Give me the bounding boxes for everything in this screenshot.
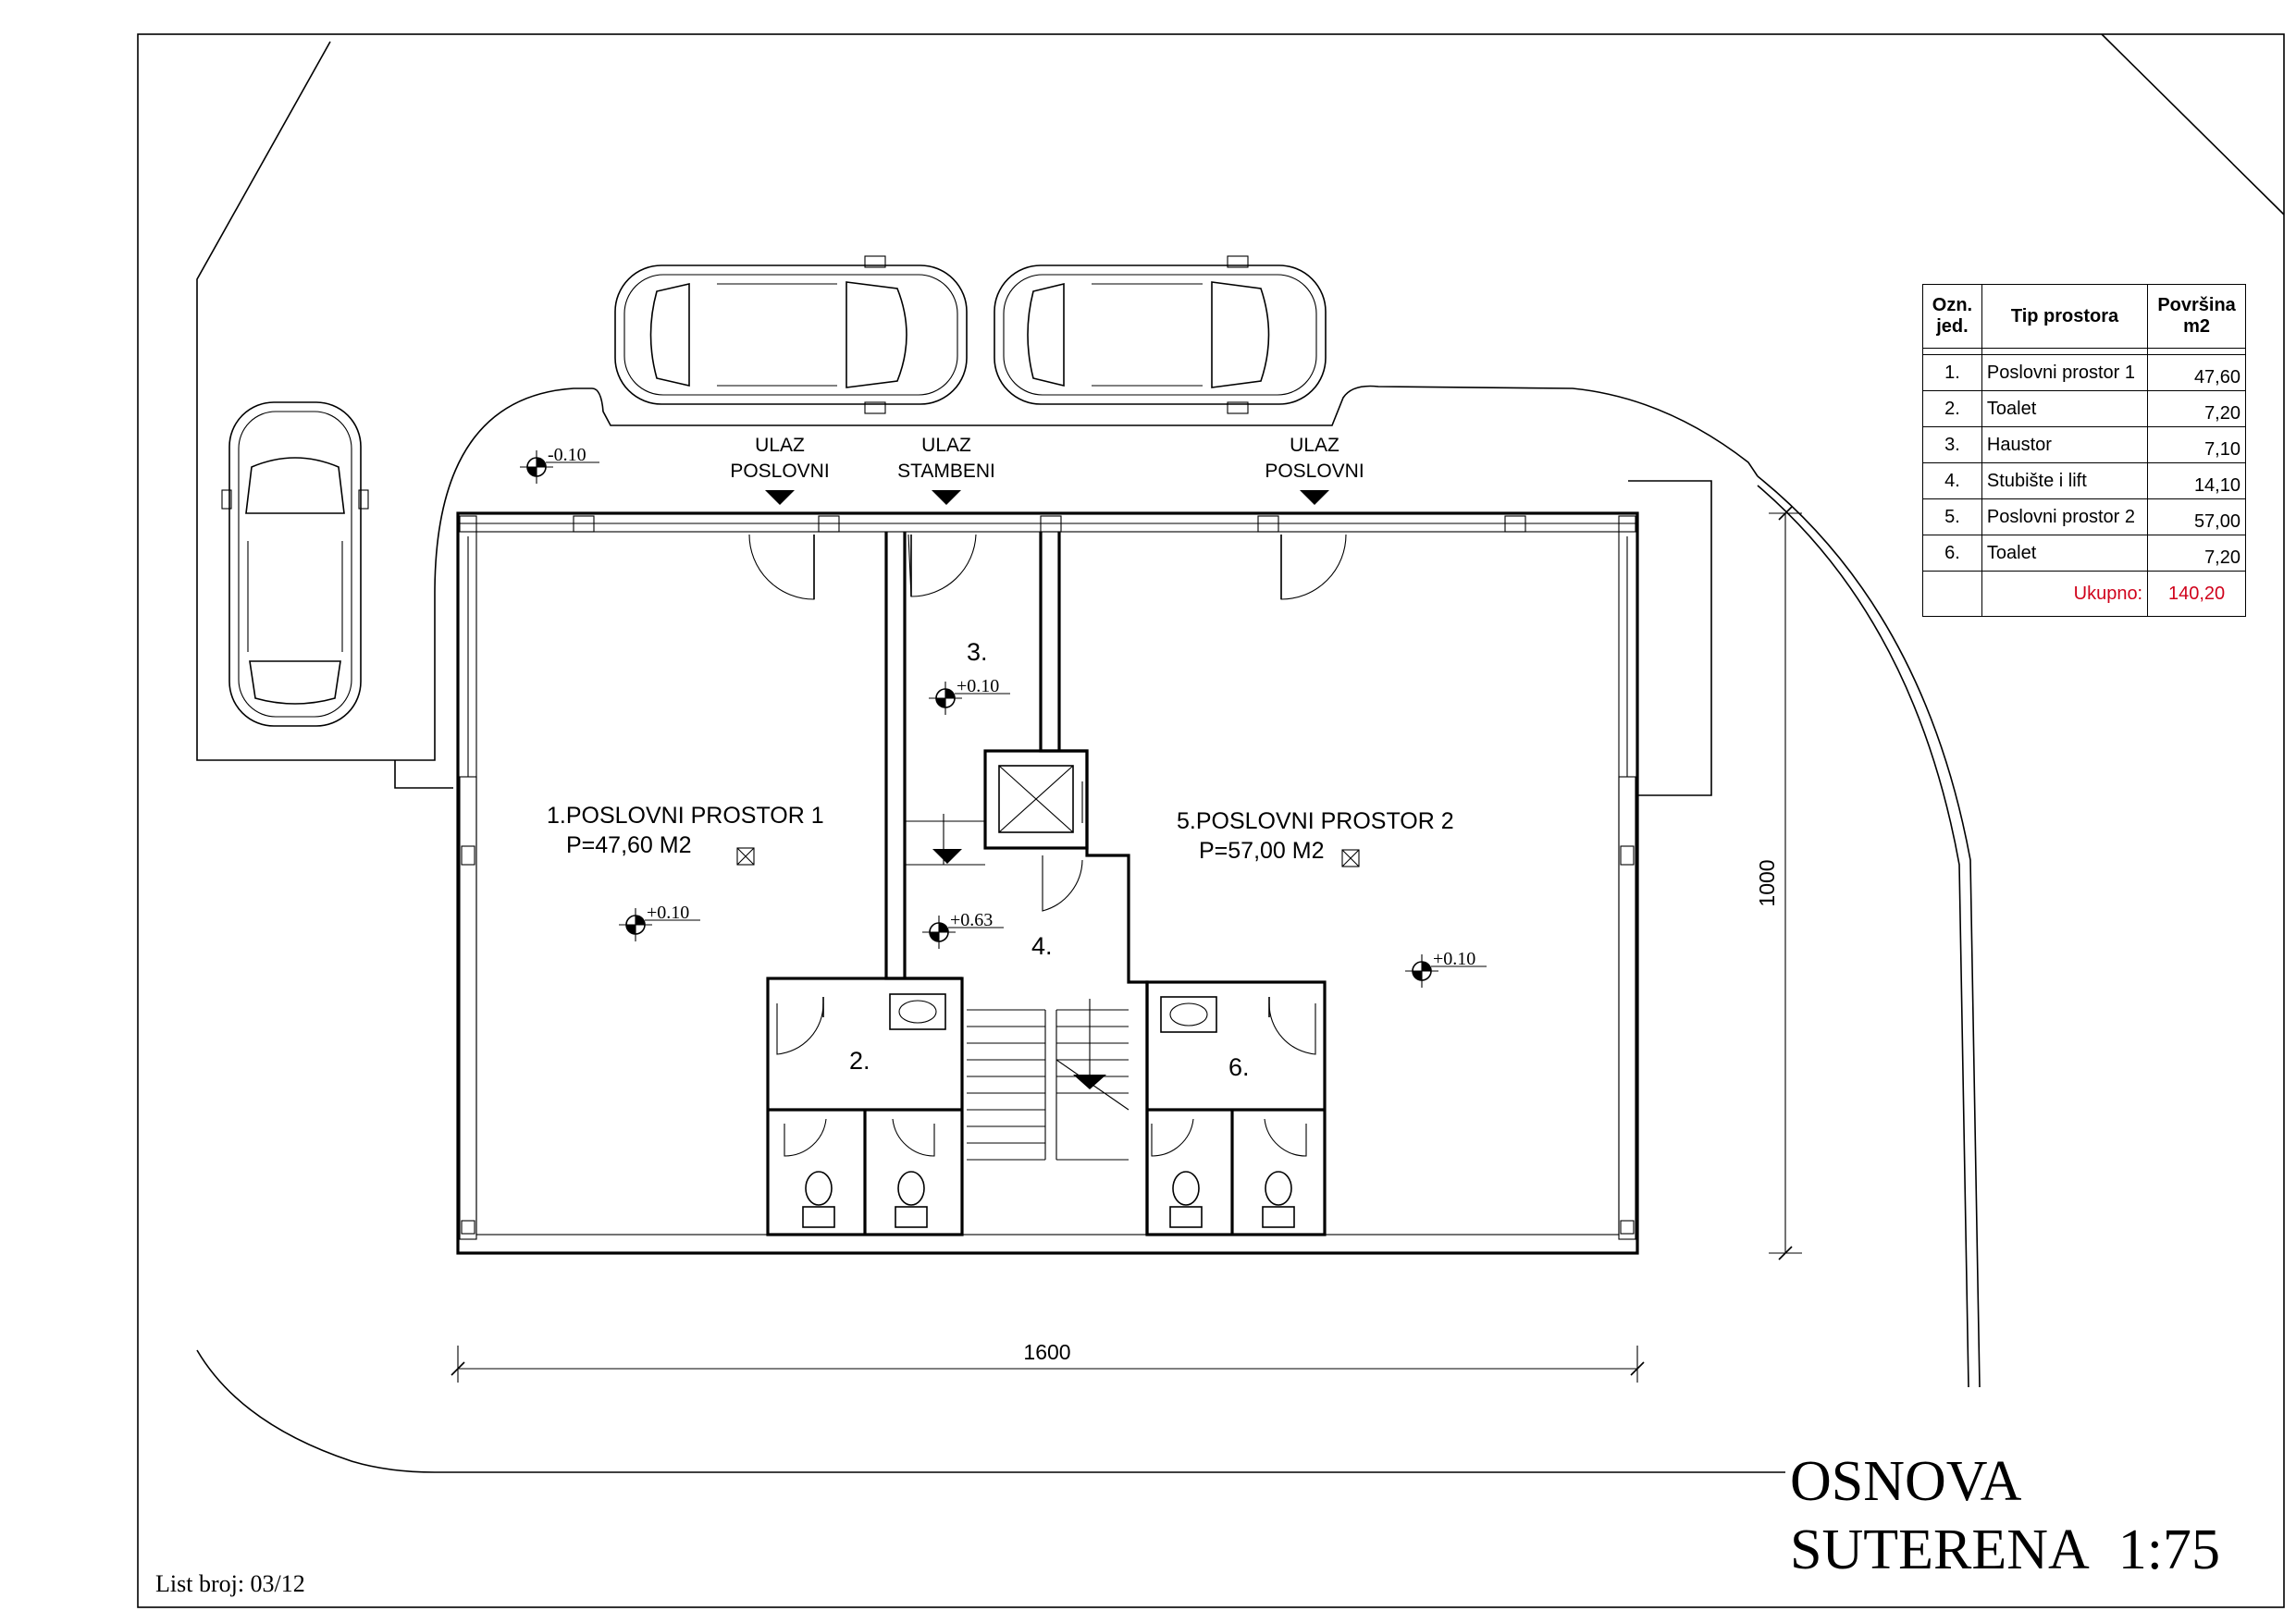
row-area: 14,10 <box>2147 462 2246 499</box>
area-table: Ozn. jed. Tip prostora Površina m2 1. Po… <box>1922 284 2246 617</box>
row-id: 2. <box>1922 390 1982 427</box>
staircase <box>967 999 1129 1161</box>
level-marker-stairs: +0.63 <box>922 910 1004 949</box>
office2-name: 5.POSLOVNI PROSTOR 2 <box>1177 808 1454 834</box>
drawing-title-line2: SUTERENA 1:75 <box>1790 1516 2220 1584</box>
level-text-stairs: +0.63 <box>950 910 993 930</box>
building-walls <box>456 511 1639 1255</box>
drawing-title-line1: OSNOVA <box>1790 1450 2022 1513</box>
office2-area: P=57,00 M2 <box>1199 838 1325 864</box>
site-outline <box>196 33 2285 1473</box>
level-marker-hall: +0.10 <box>929 676 1010 715</box>
table-row: 1. Poslovni prostor 1 47,60 <box>1922 354 2246 391</box>
dimension-depth-text: 1000 <box>1755 859 1779 906</box>
car-left <box>221 401 369 727</box>
total-label: Ukupno: <box>1981 571 2149 617</box>
level-marker-office1: +0.10 <box>619 903 700 941</box>
sheet-border <box>137 33 2285 1608</box>
entrance-left-line2: POSLOVNI <box>730 461 829 482</box>
room-3-label: 3. <box>967 638 988 666</box>
level-text-outside: -0.10 <box>548 445 586 465</box>
row-id: 5. <box>1922 498 1982 535</box>
row-id: 6. <box>1922 535 1982 572</box>
entrance-arrow-center <box>932 490 961 505</box>
elevator-shaft <box>983 749 1089 850</box>
level-arrow <box>932 849 962 864</box>
total-value: 140,20 <box>2147 571 2246 617</box>
office1-area: P=47,60 M2 <box>566 832 692 858</box>
table-row: 6. Toalet 7,20 <box>1922 535 2246 572</box>
room-2-label: 2. <box>849 1047 870 1075</box>
level-text-office2: +0.10 <box>1433 949 1475 969</box>
row-type: Toalet <box>1981 535 2149 572</box>
dimension-width-text: 1600 <box>1023 1340 1070 1364</box>
room-4-label: 4. <box>1031 932 1053 960</box>
header-type: Tip prostora <box>1981 284 2149 349</box>
car-top-2 <box>994 255 1327 414</box>
level-marker-outside: -0.10 <box>520 445 599 484</box>
table-row: 4. Stubište i lift 14,10 <box>1922 462 2246 499</box>
entrance-arrow-right <box>1300 490 1329 505</box>
row-type: Poslovni prostor 1 <box>1981 354 2149 391</box>
drawing-scale: 1:75 <box>2117 1518 2221 1581</box>
table-header-row: Ozn. jed. Tip prostora Površina m2 <box>1922 284 2246 349</box>
sheet-number: List broj: 03/12 <box>155 1570 305 1597</box>
level-text-office1: +0.10 <box>647 903 689 923</box>
row-area: 47,60 <box>2147 354 2246 391</box>
header-area: Površina m2 <box>2147 284 2246 349</box>
row-area: 7,20 <box>2147 535 2246 572</box>
row-id: 1. <box>1922 354 1982 391</box>
row-area: 57,00 <box>2147 498 2246 535</box>
entrance-center-line1: ULAZ <box>921 435 971 456</box>
entrance-right-line2: POSLOVNI <box>1265 461 1364 482</box>
car-top-1 <box>614 255 968 414</box>
dimension-depth: 1000 <box>1755 506 1802 1260</box>
entrance-center-line2: STAMBENI <box>897 461 995 482</box>
row-type: Stubište i lift <box>1981 462 2149 499</box>
office1-name: 1.POSLOVNI PROSTOR 1 <box>547 803 824 829</box>
entrance-left-line1: ULAZ <box>755 435 805 456</box>
entrance-right-line1: ULAZ <box>1290 435 1339 456</box>
drawing-title-word: SUTERENA <box>1790 1518 2090 1581</box>
level-text-hall: +0.10 <box>957 676 999 696</box>
title-block: OSNOVA SUTERENA 1:75 <box>1790 1447 2220 1584</box>
dimension-width: 1600 <box>451 1340 1645 1383</box>
header-id: Ozn. jed. <box>1922 284 1982 349</box>
table-total-row: Ukupno: 140,20 <box>1922 571 2246 617</box>
entrance-arrow-left <box>765 490 795 505</box>
room-6-label: 6. <box>1228 1053 1250 1081</box>
level-marker-office2: +0.10 <box>1405 949 1487 988</box>
